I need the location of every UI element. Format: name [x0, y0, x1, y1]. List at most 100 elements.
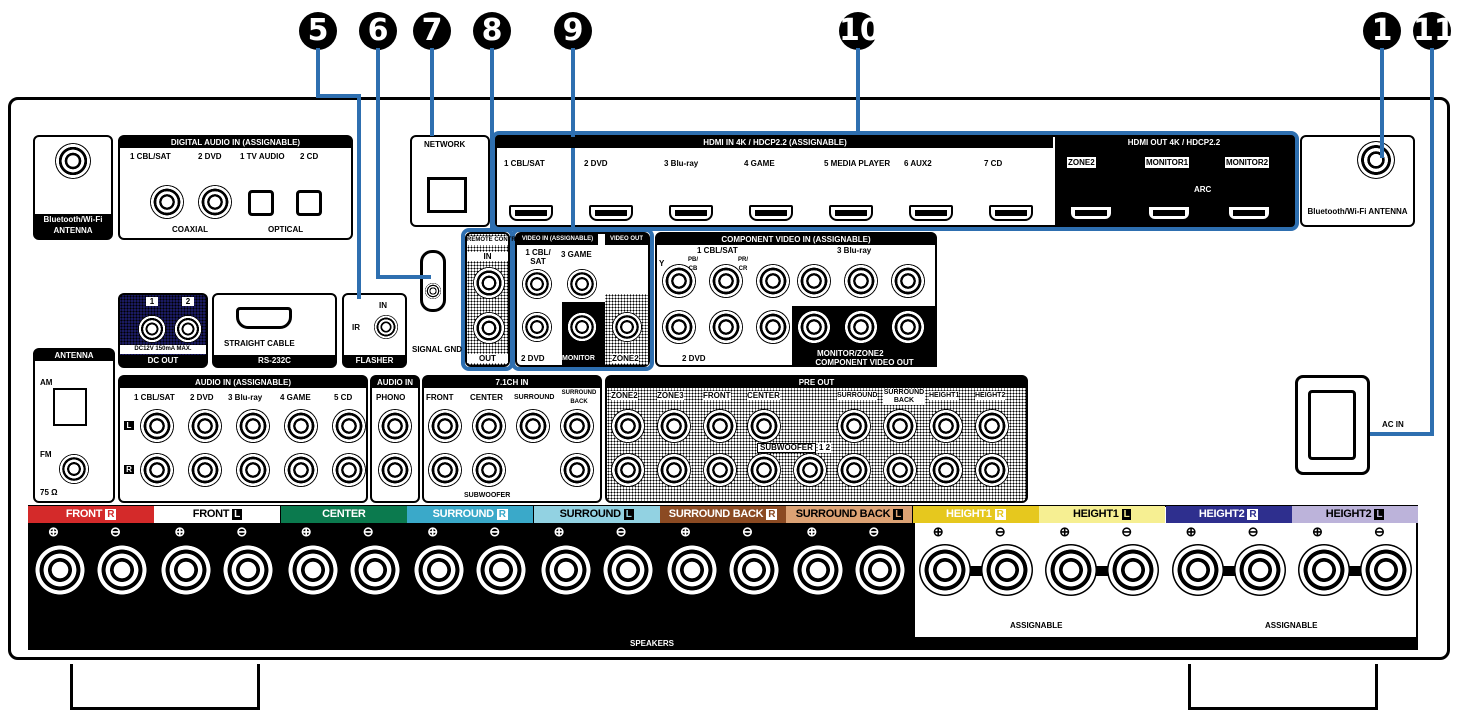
phono-l-jack[interactable]: [378, 409, 412, 443]
component-in-jack[interactable]: [756, 264, 790, 298]
speaker-terminal-minus[interactable]: [1107, 544, 1160, 596]
speaker-terminal-plus[interactable]: [792, 544, 845, 596]
speaker-terminal-plus[interactable]: [1171, 544, 1224, 596]
speaker-terminal-minus[interactable]: [475, 544, 528, 596]
audio-in-l-jack[interactable]: [236, 409, 270, 443]
hdmi-in-port[interactable]: [749, 205, 793, 221]
component-in-jack[interactable]: [844, 264, 878, 298]
speaker-terminal-plus[interactable]: [160, 544, 213, 596]
speaker-terminal-minus[interactable]: [96, 544, 148, 596]
audio-in-r-jack[interactable]: [236, 453, 270, 487]
antenna-connector[interactable]: [55, 143, 91, 179]
speaker-terminal-plus[interactable]: [918, 544, 971, 596]
hdmi-in-port[interactable]: [829, 205, 873, 221]
pre-out-jack[interactable]: [883, 409, 917, 443]
pre-out-jack[interactable]: [929, 409, 963, 443]
hdmi-in-port[interactable]: [509, 205, 553, 221]
component-out-jack[interactable]: [891, 310, 925, 344]
hdmi-in-port[interactable]: [669, 205, 713, 221]
coaxial-jack-1[interactable]: [150, 185, 184, 219]
flasher-jack[interactable]: [374, 315, 398, 339]
rs232c-port[interactable]: [236, 307, 292, 329]
video-in2-jack[interactable]: [522, 312, 552, 342]
hdmi-out-port[interactable]: [1147, 205, 1191, 221]
speaker-terminal-plus[interactable]: [666, 544, 718, 596]
video-in1-jack[interactable]: [522, 269, 552, 299]
ethernet-jack[interactable]: [427, 177, 467, 213]
video-monitor-jack[interactable]: [567, 312, 597, 342]
subwoofer-1-jack[interactable]: [747, 453, 781, 487]
pre-out-jack[interactable]: [975, 409, 1009, 443]
speaker-terminal-minus[interactable]: [348, 544, 401, 596]
speaker-terminal-minus[interactable]: [222, 544, 275, 596]
component-in-jack[interactable]: [797, 264, 831, 298]
speaker-terminal-plus[interactable]: [539, 544, 592, 596]
component-in-dvd-jack[interactable]: [709, 310, 743, 344]
component-in-jack[interactable]: [891, 264, 925, 298]
hdmi-in-port[interactable]: [909, 205, 953, 221]
ch71-jack[interactable]: [472, 453, 506, 487]
speaker-terminal-plus[interactable]: [1045, 544, 1098, 596]
speaker-terminal-minus[interactable]: [1360, 544, 1412, 596]
pre-out-jack[interactable]: [657, 453, 691, 487]
pre-out-jack[interactable]: [883, 453, 917, 487]
remote-in-jack[interactable]: [473, 267, 505, 299]
ch71-jack[interactable]: [428, 453, 462, 487]
audio-in-r-jack[interactable]: [140, 453, 174, 487]
pre-out-jack[interactable]: [747, 409, 781, 443]
speaker-terminal-minus[interactable]: [601, 544, 654, 596]
pre-out-jack[interactable]: [929, 453, 963, 487]
speaker-terminal-minus[interactable]: [980, 544, 1033, 596]
pre-out-jack[interactable]: [703, 453, 737, 487]
remote-out-jack[interactable]: [473, 312, 505, 344]
component-in-jack[interactable]: [709, 264, 743, 298]
optical-jack-1[interactable]: [248, 190, 274, 216]
dc-out-jack-1[interactable]: [138, 315, 166, 343]
pre-out-jack[interactable]: [975, 453, 1009, 487]
dc-out-jack-2[interactable]: [174, 315, 202, 343]
audio-in-r-jack[interactable]: [188, 453, 222, 487]
signal-gnd-terminal[interactable]: [420, 250, 446, 312]
pre-out-jack[interactable]: [703, 409, 737, 443]
bt-antenna-left[interactable]: Bluetooth/Wi-Fi ANTENNA: [33, 135, 113, 240]
component-out-jack[interactable]: [844, 310, 878, 344]
audio-in-l-jack[interactable]: [284, 409, 318, 443]
speaker-terminal-plus[interactable]: [34, 544, 86, 596]
component-in-dvd-jack[interactable]: [662, 310, 696, 344]
pre-out-jack[interactable]: [657, 409, 691, 443]
audio-in-r-jack[interactable]: [284, 453, 318, 487]
bt-antenna-right[interactable]: Bluetooth/Wi-Fi ANTENNA: [1300, 135, 1415, 227]
pre-out-jack[interactable]: [837, 453, 871, 487]
component-in-jack[interactable]: [662, 264, 696, 298]
phono-r-jack[interactable]: [378, 453, 412, 487]
component-out-jack[interactable]: [797, 310, 831, 344]
speaker-terminal-plus[interactable]: [1298, 544, 1350, 596]
am-terminal[interactable]: [53, 388, 87, 426]
ch71-jack[interactable]: [560, 409, 594, 443]
antenna-connector[interactable]: [1357, 141, 1395, 179]
audio-in-l-jack[interactable]: [332, 409, 366, 443]
video-zone2-jack[interactable]: [612, 312, 642, 342]
ac-inlet[interactable]: [1295, 375, 1370, 475]
subwoofer-2-jack[interactable]: [793, 453, 827, 487]
ch71-jack[interactable]: [472, 409, 506, 443]
video-in3-jack[interactable]: [567, 269, 597, 299]
optical-jack-2[interactable]: [296, 190, 322, 216]
speaker-terminal-plus[interactable]: [286, 544, 339, 596]
audio-in-r-jack[interactable]: [332, 453, 366, 487]
speaker-terminal-minus[interactable]: [728, 544, 780, 596]
speaker-terminal-plus[interactable]: [413, 544, 466, 596]
coaxial-jack-2[interactable]: [198, 185, 232, 219]
fm-connector[interactable]: [59, 454, 89, 484]
ch71-jack[interactable]: [428, 409, 462, 443]
hdmi-out-port[interactable]: [1227, 205, 1271, 221]
audio-in-l-jack[interactable]: [140, 409, 174, 443]
pre-out-jack[interactable]: [837, 409, 871, 443]
speaker-terminal-minus[interactable]: [1233, 544, 1286, 596]
hdmi-out-port[interactable]: [1069, 205, 1113, 221]
component-in-dvd-jack[interactable]: [756, 310, 790, 344]
ch71-jack[interactable]: [516, 409, 550, 443]
hdmi-in-port[interactable]: [589, 205, 633, 221]
pre-out-jack[interactable]: [611, 453, 645, 487]
ch71-jack[interactable]: [560, 453, 594, 487]
